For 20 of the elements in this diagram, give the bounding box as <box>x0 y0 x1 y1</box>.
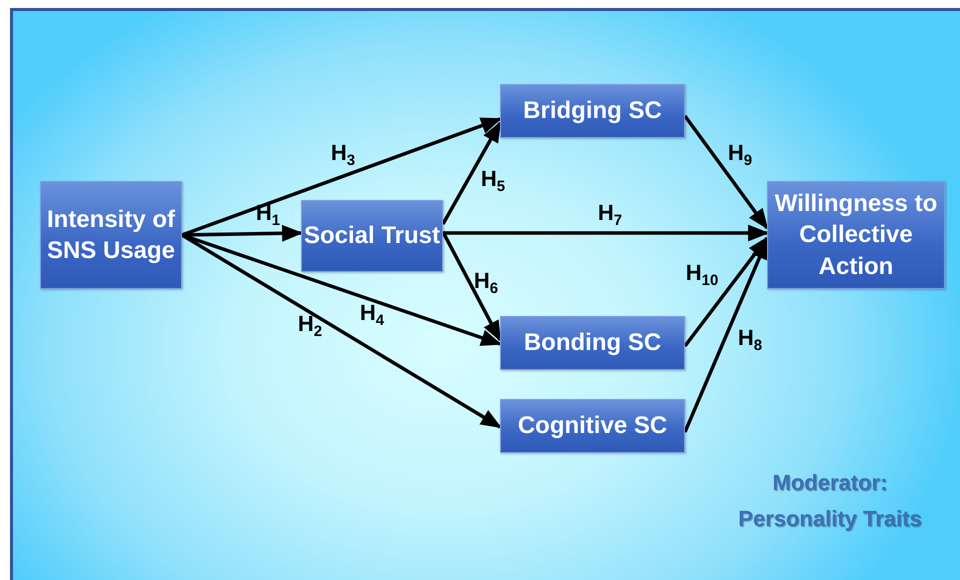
variable-box: Bonding SC <box>500 316 685 370</box>
variable-box: Bridging SC <box>500 84 685 138</box>
moderator-note: Moderator: Personality Traits <box>737 469 923 534</box>
edge-label: H$_{8}$ <box>738 327 762 353</box>
edge-label: H$_{6}$ <box>474 270 498 296</box>
arrow <box>441 121 502 225</box>
edge-label: H$_{2}$ <box>298 313 322 339</box>
variable-box: Intensity of SNS Usage <box>40 181 182 289</box>
edge-label: H$_{4}$ <box>360 302 384 328</box>
edge-label: H$_{5}$ <box>480 168 506 194</box>
variable-box: Social Trust <box>301 200 443 272</box>
arrow <box>443 224 770 242</box>
edge-label: H$_{7}$ <box>598 202 622 228</box>
variable-box: Willingness to Collective Action <box>767 181 945 289</box>
variable-box: Cognitive SC <box>500 399 685 453</box>
edge-label: H$_{9}$ <box>728 142 752 168</box>
edge-label: H$_{3}$ <box>330 142 356 168</box>
arrow <box>684 236 768 348</box>
edge-label: H$_{10}$ <box>686 262 718 288</box>
arrow <box>684 114 768 230</box>
